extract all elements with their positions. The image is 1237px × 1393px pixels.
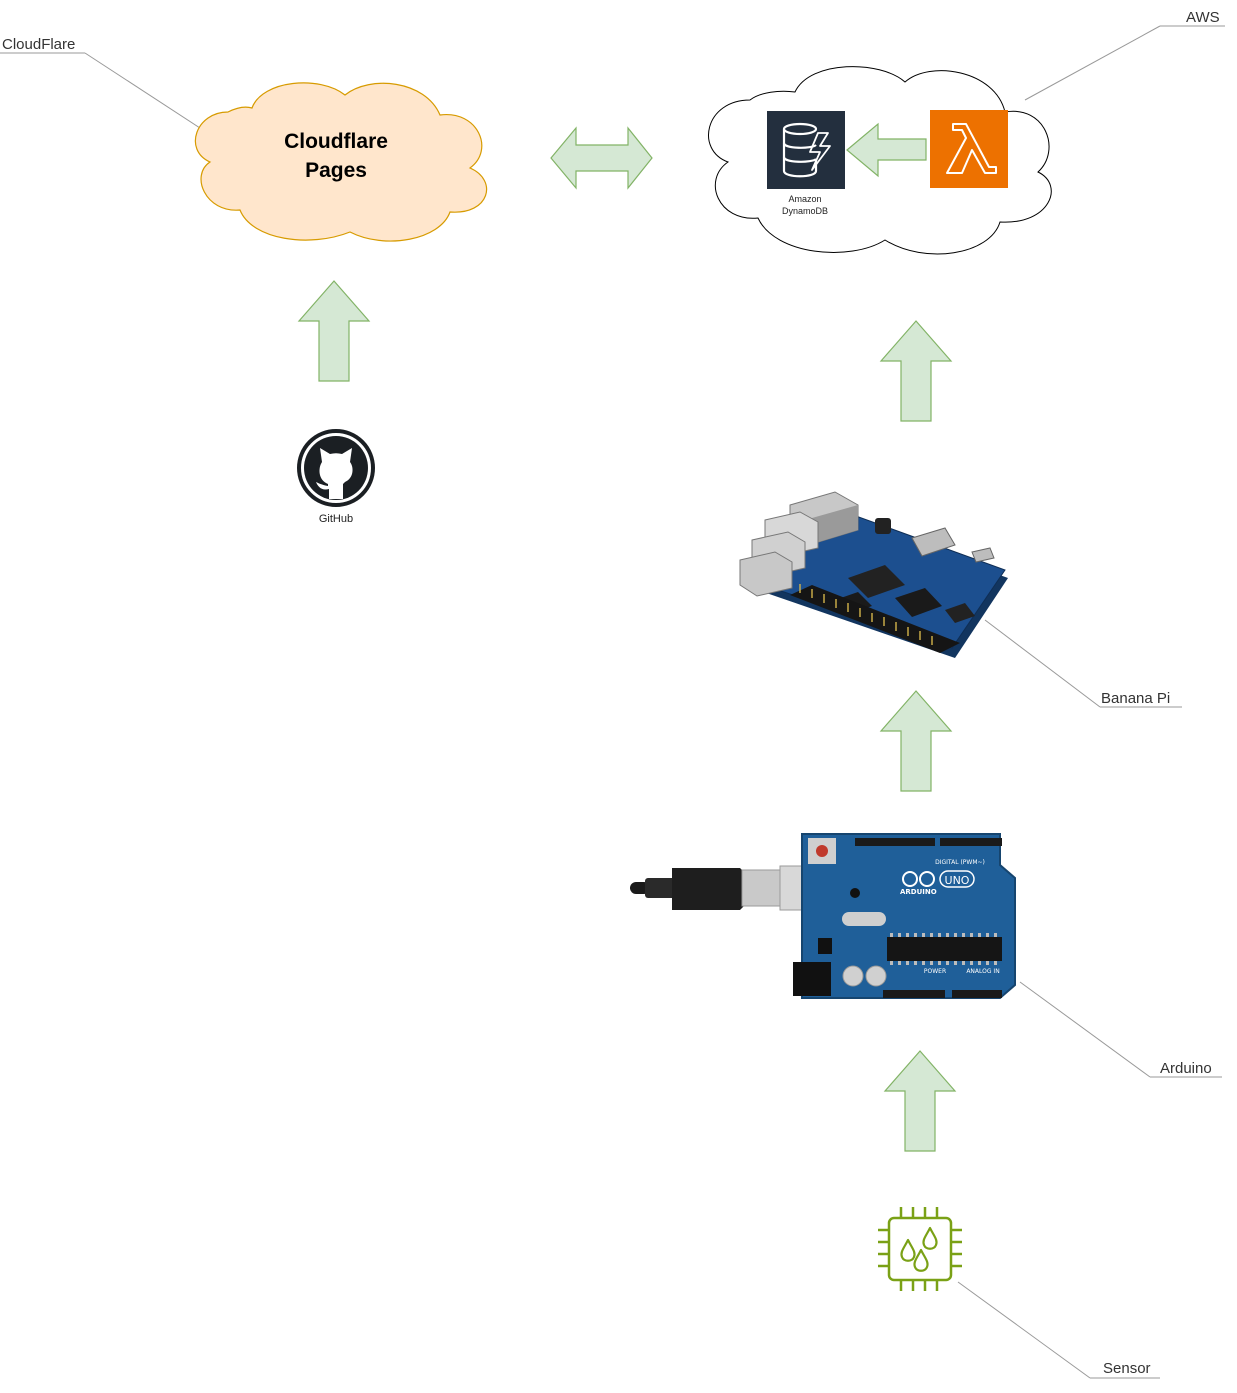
github-label: GitHub: [319, 513, 353, 525]
dynamodb-label-line2: DynamoDB: [782, 206, 828, 216]
usb-cable: [630, 865, 811, 911]
bidirectional-arrow: [550, 126, 653, 190]
arduino-callout: Arduino: [1019, 981, 1222, 1078]
sensor-label: Sensor: [1103, 1360, 1151, 1377]
arduino-digital-label: DIGITAL (PWM~): [935, 859, 985, 866]
github-icon[interactable]: [297, 429, 375, 507]
aws-label: AWS: [1186, 9, 1220, 26]
sensor-callout: Sensor: [957, 1281, 1160, 1379]
cloudflare-pages-title-line1: Cloudflare: [284, 130, 388, 153]
arduino-analog-label: ANALOG IN: [966, 968, 999, 975]
sensor-to-arduino-arrow: [883, 1050, 957, 1152]
lambda-icon[interactable]: [930, 110, 1008, 188]
dynamodb-label-line1: Amazon: [788, 194, 821, 204]
arduino-brand-label: ARDUINO: [900, 888, 937, 896]
bananapi-to-aws-arrow: [879, 320, 953, 422]
arduino-to-bananapi-arrow: [879, 690, 953, 792]
banana-pi-board[interactable]: [739, 491, 1008, 658]
arduino-model-label: UNO: [945, 874, 970, 887]
banana-pi-callout: Banana Pi: [984, 619, 1182, 708]
arduino-board[interactable]: DIGITAL (PWM~) ARDUINO UNO: [793, 833, 1016, 999]
lambda-to-dynamodb-arrow: [846, 122, 927, 178]
sensor-icon[interactable]: [878, 1207, 962, 1291]
cloudflare-pages-title-line2: Pages: [305, 159, 367, 182]
cloudflare-label: CloudFlare: [2, 36, 75, 53]
cloudflare-callout: CloudFlare: [0, 36, 201, 129]
banana-pi-label: Banana Pi: [1101, 690, 1170, 707]
arduino-power-label: POWER: [924, 968, 946, 975]
arduino-label: Arduino: [1160, 1060, 1212, 1077]
aws-callout: AWS: [1024, 9, 1225, 101]
github-to-cloudflare-arrow: [297, 280, 371, 382]
dynamodb-icon[interactable]: [767, 111, 845, 189]
cloudflare-pages-cloud[interactable]: Cloudflare Pages: [194, 82, 488, 242]
